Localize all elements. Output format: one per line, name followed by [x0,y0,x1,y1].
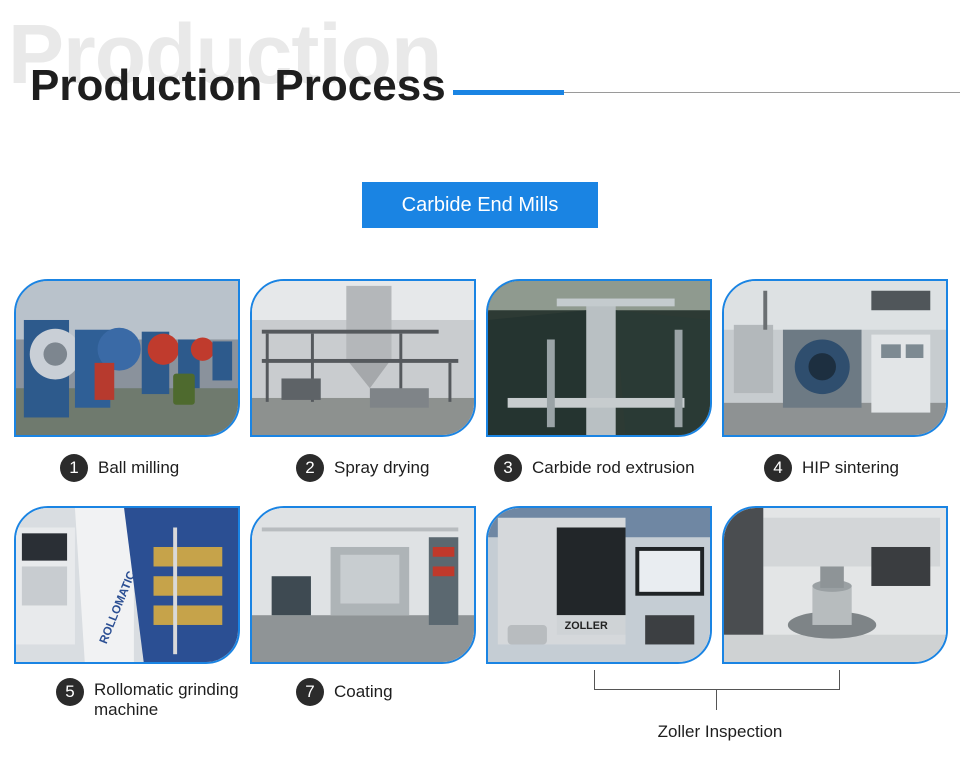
step-label: Ball milling [98,458,180,477]
step-number-badge: 5 [56,678,84,706]
step-item: 4 HIP sintering [764,454,899,482]
step-number-badge: 4 [764,454,792,482]
step-number-badge: 2 [296,454,324,482]
inspection-bracket [594,670,840,690]
step-item: 5 Rollomatic grinding machine [56,678,254,720]
step-item: 1 Ball milling [60,454,179,482]
zoller-brand-text: ZOLLER [565,620,608,632]
photo-coating [250,506,476,664]
photo-zoller-closeup [722,506,948,664]
step-number-badge: 1 [60,454,88,482]
step-label: Carbide rod extrusion [532,458,695,477]
photo-hip-sintering [722,279,948,437]
page-title: Production Process [30,61,446,110]
inspection-label: Zoller Inspection [657,722,783,741]
step-item: 2 Spray drying [296,454,429,482]
background-watermark-word: Production [8,7,442,101]
step-label: Coating [334,682,393,701]
photo-rollomatic-grinding: ROLLOMATIC [14,506,240,664]
category-button[interactable]: Carbide End Mills [362,182,598,228]
step-label: Spray drying [334,458,430,477]
step-number-badge: 7 [296,678,324,706]
title-accent-bar [453,90,564,95]
photo-spray-drying [250,279,476,437]
inspection-bracket-stem [716,690,717,710]
step-label: HIP sintering [802,458,900,477]
step-label: Rollomatic grinding machine [94,680,239,719]
step-item: 3 Carbide rod extrusion [494,454,695,482]
title-divider-line [564,92,960,93]
step-item: 7 Coating [296,678,393,706]
photo-ball-milling [14,279,240,437]
step-number-badge: 3 [494,454,522,482]
photo-rod-extrusion [486,279,712,437]
photo-zoller-machine: ZOLLER [486,506,712,664]
